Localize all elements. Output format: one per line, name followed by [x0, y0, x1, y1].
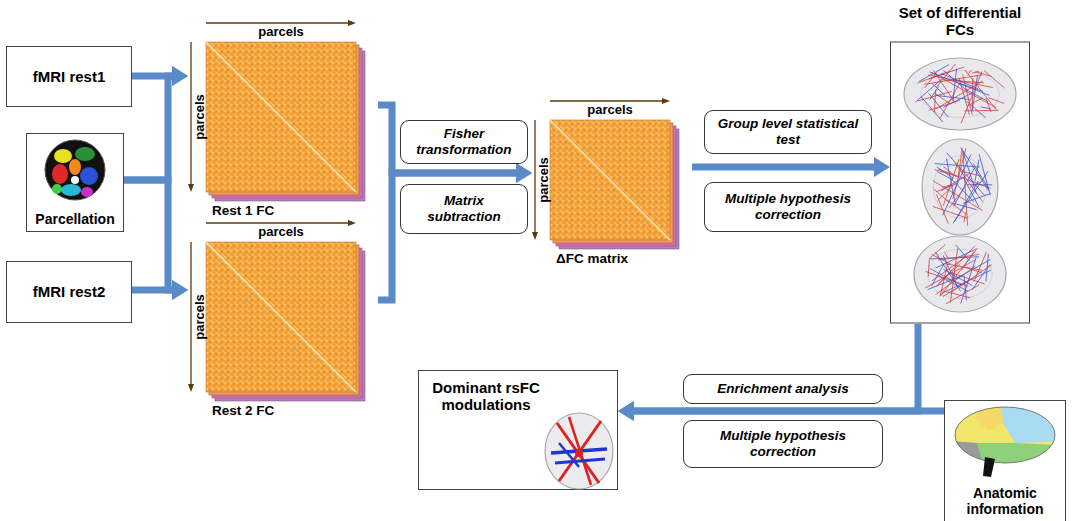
box-label: Parcellation: [35, 211, 114, 227]
process-box: Fisher transformation: [400, 120, 528, 164]
arrow-head: [618, 401, 634, 421]
arrow-head: [172, 280, 188, 300]
axis-label: parcels: [193, 42, 209, 192]
fc-matrix: parcelsparcelsRest 1 FC: [188, 20, 378, 220]
arrow-line: [692, 164, 874, 171]
arrow-line: [634, 408, 944, 415]
process-box: Multiple hypothesis correction: [704, 182, 872, 232]
glass-brain-figures: [890, 2, 1030, 324]
matrix-label: ΔFC matrix: [556, 251, 628, 267]
arrow-head: [618, 401, 634, 421]
flow-arrow: [124, 66, 188, 180]
matrix-stack: [532, 98, 692, 268]
process-label: Group level statistical test: [711, 116, 865, 147]
matrix-label: Rest 1 FC: [212, 203, 274, 219]
process-label: Enrichment analysis: [717, 381, 848, 397]
axis-label: parcels: [537, 120, 553, 240]
result-panel: Set of differential FCs: [890, 2, 1030, 324]
process-label: Fisher transformation: [407, 126, 521, 157]
arrow-head: [172, 280, 188, 300]
box-label: fMRI rest2: [33, 283, 106, 300]
flow-arrow: [692, 157, 890, 177]
box-label: Anatomic information: [949, 485, 1061, 517]
process-box: Multiple hypothesis correction: [683, 420, 883, 468]
flow-arrow: [124, 180, 188, 300]
delta-fc-matrix: parcelsparcelsΔFC matrix: [532, 98, 692, 268]
flow-arrow: [378, 163, 532, 300]
matrix-stack: [188, 20, 378, 220]
flow-arrow: [618, 324, 918, 421]
process-label: Multiple hypothesis correction: [690, 428, 876, 459]
arrow-head: [172, 66, 188, 86]
fc-matrix: parcelsparcelsRest 2 FC: [188, 220, 378, 420]
arrow-head: [172, 66, 188, 86]
input-box: fMRI rest1: [6, 46, 132, 107]
input-box: fMRI rest2: [6, 261, 132, 323]
arrow-head: [516, 163, 532, 183]
matrix-label: Rest 2 FC: [212, 403, 274, 419]
panel-title: Set of differential FCs: [890, 4, 1030, 39]
arrow-line: [132, 287, 172, 294]
arrow-line: [634, 324, 918, 411]
process-box: Enrichment analysis: [683, 374, 883, 404]
process-box: Group level statistical test: [704, 110, 872, 154]
output-box: Dominant rsFC modulations: [418, 370, 618, 490]
box-label: fMRI rest1: [33, 68, 106, 85]
process-label: Matrix subtraction: [407, 193, 521, 224]
matrix-stack: [188, 220, 378, 420]
flow-arrow: [132, 280, 188, 300]
anatomy-box: Anatomic information: [944, 400, 1066, 521]
box-label: Dominant rsFC modulations: [425, 379, 547, 414]
flow-arrow: [132, 66, 188, 86]
axis-label: parcels: [550, 103, 670, 118]
axis-label: parcels: [206, 225, 356, 240]
arrow-head: [874, 157, 890, 177]
process-box: Matrix subtraction: [400, 184, 528, 234]
process-label: Multiple hypothesis correction: [711, 191, 865, 222]
parcellation-box: Parcellation: [26, 133, 124, 232]
axis-label: parcels: [206, 25, 356, 40]
arrow-head: [516, 163, 532, 183]
flow-arrow: [618, 401, 944, 421]
axis-label: parcels: [193, 242, 209, 392]
